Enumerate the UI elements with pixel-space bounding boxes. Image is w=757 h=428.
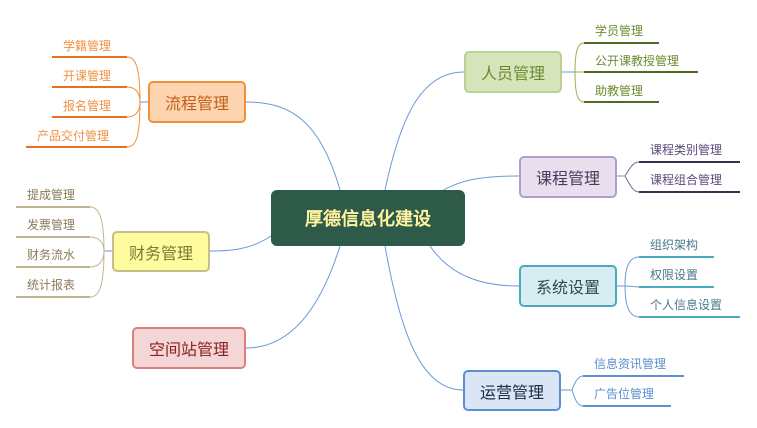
leaf-invoice[interactable]: 发票管理 bbox=[27, 218, 76, 232]
branch-process[interactable]: 流程管理 bbox=[148, 81, 246, 123]
branch-system[interactable]: 系统设置 bbox=[519, 265, 617, 307]
root-node[interactable]: 厚德信息化建设 bbox=[271, 190, 465, 246]
branch-personnel[interactable]: 人员管理 bbox=[464, 51, 562, 93]
leaf-org[interactable]: 组织架构 bbox=[650, 238, 699, 252]
leaf-delivery[interactable]: 产品交付管理 bbox=[37, 129, 110, 143]
leaf-profile[interactable]: 个人信息设置 bbox=[650, 298, 723, 312]
branch-operations[interactable]: 运营管理 bbox=[463, 370, 561, 411]
leaf-course-category[interactable]: 课程类别管理 bbox=[650, 143, 723, 157]
leaf-student[interactable]: 学员管理 bbox=[595, 24, 644, 38]
leaf-lecturer[interactable]: 公开课教授管理 bbox=[595, 54, 680, 68]
leaf-registration[interactable]: 报名管理 bbox=[63, 99, 112, 113]
leaf-reports[interactable]: 统计报表 bbox=[27, 278, 76, 292]
branch-space-station[interactable]: 空间站管理 bbox=[132, 327, 246, 369]
leaf-commission[interactable]: 提成管理 bbox=[27, 188, 76, 202]
leaf-course-bundle[interactable]: 课程组合管理 bbox=[650, 173, 723, 187]
leaf-ads[interactable]: 广告位管理 bbox=[594, 387, 655, 401]
branch-course[interactable]: 课程管理 bbox=[519, 156, 617, 198]
branch-finance[interactable]: 财务管理 bbox=[112, 231, 210, 272]
leaf-news[interactable]: 信息资讯管理 bbox=[594, 357, 667, 371]
leaf-enrollment[interactable]: 学籍管理 bbox=[63, 39, 112, 53]
leaf-cashflow[interactable]: 财务流水 bbox=[27, 248, 76, 262]
leaf-class-open[interactable]: 开课管理 bbox=[63, 69, 112, 83]
leaf-permissions[interactable]: 权限设置 bbox=[650, 268, 699, 282]
leaf-assistant[interactable]: 助教管理 bbox=[595, 84, 644, 98]
